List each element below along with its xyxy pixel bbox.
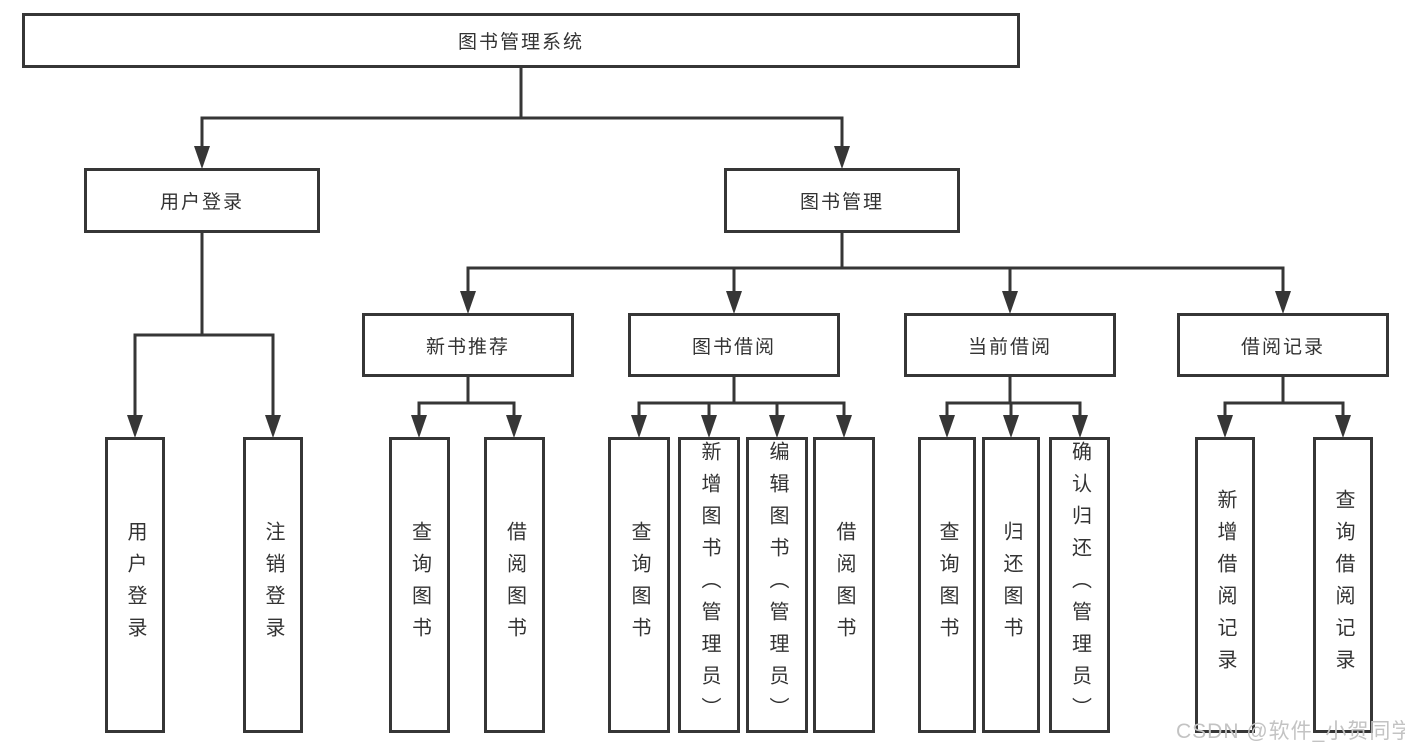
node-book-borrowing: 图书借阅 (628, 313, 840, 377)
node-current-borrowing-label: 当前借阅 (967, 336, 1052, 358)
leaf-bb-query-books: 查询图书 (608, 437, 670, 733)
node-borrowing-records-label: 借阅记录 (1240, 336, 1325, 358)
node-borrowing-records: 借阅记录 (1177, 313, 1389, 377)
leaf-cb-return-books-label: 归还图书 (1000, 521, 1022, 649)
leaf-bb-edit-books-admin-label: 编辑图书（管理员） (766, 441, 788, 729)
leaf-cb-query-books: 查询图书 (918, 437, 976, 733)
leaf-nbr-query-books: 查询图书 (389, 437, 450, 733)
leaf-nbr-borrow-books: 借阅图书 (484, 437, 545, 733)
leaf-br-add-record: 新增借阅记录 (1195, 437, 1255, 733)
leaf-bb-add-books-admin-label: 新增图书（管理员） (698, 441, 720, 729)
leaf-user-login-label: 用户登录 (124, 521, 146, 649)
node-new-book-recommend: 新书推荐 (362, 313, 574, 377)
csdn-watermark: CSDN @软件_小贺同学 (1176, 720, 1405, 743)
leaf-bb-add-books-admin: 新增图书（管理员） (678, 437, 740, 733)
leaf-bb-borrow-books: 借阅图书 (813, 437, 875, 733)
node-root: 图书管理系统 (22, 13, 1020, 68)
leaf-br-query-record-label: 查询借阅记录 (1332, 489, 1354, 681)
leaf-user-login: 用户登录 (105, 437, 165, 733)
connector-book-management-children (460, 233, 1291, 314)
leaf-cb-return-books: 归还图书 (982, 437, 1040, 733)
leaf-cb-confirm-return-admin-label: 确认归还（管理员） (1068, 441, 1091, 729)
leaf-logout: 注销登录 (243, 437, 303, 733)
leaf-cb-query-books-label: 查询图书 (936, 521, 958, 649)
node-book-management-label: 图书管理 (799, 192, 884, 213)
node-user-login-label: 用户登录 (159, 192, 244, 213)
leaf-bb-edit-books-admin: 编辑图书（管理员） (746, 437, 808, 733)
leaf-logout-label: 注销登录 (262, 521, 284, 649)
connector-book-borrowing-children (631, 377, 852, 438)
node-book-management: 图书管理 (724, 168, 960, 233)
leaf-nbr-query-books-label: 查询图书 (408, 521, 431, 649)
node-new-book-recommend-label: 新书推荐 (425, 336, 510, 358)
connector-user-login-children (127, 233, 281, 438)
node-current-borrowing: 当前借阅 (904, 313, 1116, 377)
connector-current-borrowing-children (939, 377, 1088, 438)
leaf-nbr-borrow-books-label: 借阅图书 (503, 521, 526, 649)
connector-root-branches (194, 68, 850, 169)
leaf-cb-confirm-return-admin: 确认归还（管理员） (1049, 437, 1110, 733)
connector-new-book-recommend-children (411, 377, 522, 438)
leaf-bb-query-books-label: 查询图书 (628, 521, 650, 649)
leaf-bb-borrow-books-label: 借阅图书 (833, 521, 855, 649)
leaf-br-query-record: 查询借阅记录 (1313, 437, 1373, 733)
node-book-borrowing-label: 图书借阅 (691, 336, 776, 358)
connector-borrowing-records-children (1217, 377, 1351, 438)
leaf-br-add-record-label: 新增借阅记录 (1214, 489, 1236, 681)
node-user-login: 用户登录 (84, 168, 320, 233)
node-root-label: 图书管理系统 (457, 32, 584, 53)
